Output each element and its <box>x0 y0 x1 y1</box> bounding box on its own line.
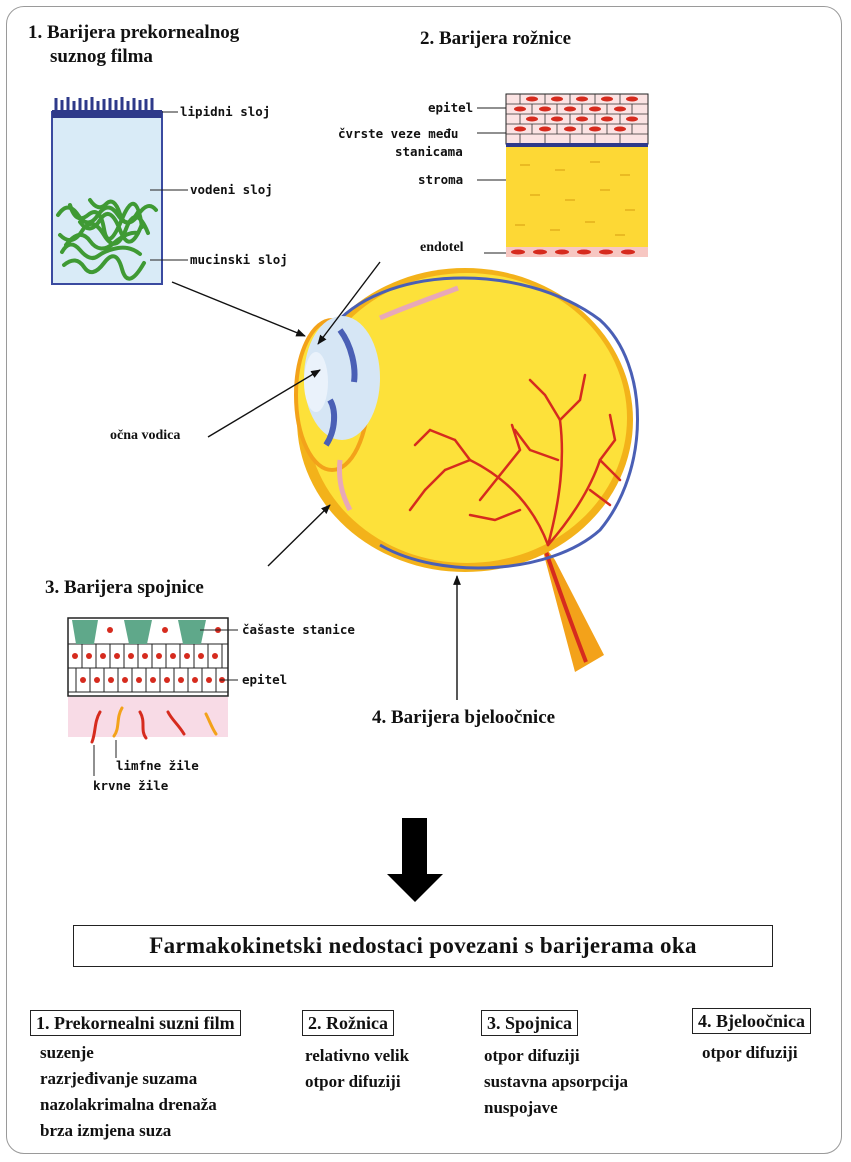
summary-title: Farmakokinetski nedostaci povezani s bar… <box>73 925 773 967</box>
tear-film-list: suzenje razrjeđivanje suzama nazolakrima… <box>40 1040 217 1144</box>
lipid-layer-label: lipidni sloj <box>180 104 270 119</box>
conjunctiva-title: 3. Barijera spojnice <box>45 577 204 599</box>
list-item: nuspojave <box>484 1095 628 1121</box>
cornea-title: 2. Barijera rožnice <box>420 28 571 50</box>
list-item: brza izmjena suza <box>40 1118 217 1144</box>
tear-film-title-line2: suznog filma <box>50 46 153 68</box>
list-item: otpor difuziji <box>484 1043 628 1069</box>
column-heading-cornea: 2. Rožnica <box>302 1010 394 1036</box>
list-item: suzenje <box>40 1040 217 1066</box>
list-item: sustavna apsorpcija <box>484 1069 628 1095</box>
tight-junctions-label: čvrste veze među <box>338 126 458 141</box>
stroma-label: stroma <box>418 172 463 187</box>
blood-vessels-label: krvne žile <box>93 778 168 793</box>
goblet-cells-label: čašaste stanice <box>242 622 355 637</box>
conjunctiva-list: otpor difuziji sustavna apsorpcija nuspo… <box>484 1043 628 1121</box>
list-item: otpor difuziji <box>305 1069 409 1095</box>
lymph-vessels-label: limfne žile <box>116 758 199 773</box>
list-item: nazolakrimalna drenaža <box>40 1092 217 1118</box>
conjunctiva-epithelium-label: epitel <box>242 672 287 687</box>
aqueous-humor-label: očna vodica <box>110 428 180 444</box>
column-heading-sclera: 4. Bjeloočnica <box>692 1008 811 1034</box>
sclera-title: 4. Barijera bjeloočnice <box>372 707 555 729</box>
list-item: razrjeđivanje suzama <box>40 1066 217 1092</box>
conjunctiva-diagram <box>68 618 238 776</box>
tear-film-diagram <box>52 97 162 284</box>
down-arrow-icon <box>387 818 443 902</box>
cornea-layers-diagram <box>477 94 648 257</box>
list-item: otpor difuziji <box>702 1040 798 1066</box>
tear-film-title: 1. Barijera prekornealnog <box>28 22 239 44</box>
mucin-layer-label: mucinski sloj <box>190 252 288 267</box>
tight-junctions-label-line2: stanicama <box>395 144 463 159</box>
cornea-list: relativno velik otpor difuziji <box>305 1043 409 1095</box>
list-item: relativno velik <box>305 1043 409 1069</box>
column-heading-tear-film: 1. Prekornealni suzni film <box>30 1010 241 1036</box>
sclera-list: otpor difuziji <box>702 1040 798 1066</box>
endothelium-label: endotel <box>420 240 464 256</box>
eye-diagram <box>296 268 638 672</box>
cornea-epithelium-label: epitel <box>428 100 473 115</box>
column-heading-conjunctiva: 3. Spojnica <box>481 1010 578 1036</box>
aqueous-layer-label: vodeni sloj <box>190 182 273 197</box>
